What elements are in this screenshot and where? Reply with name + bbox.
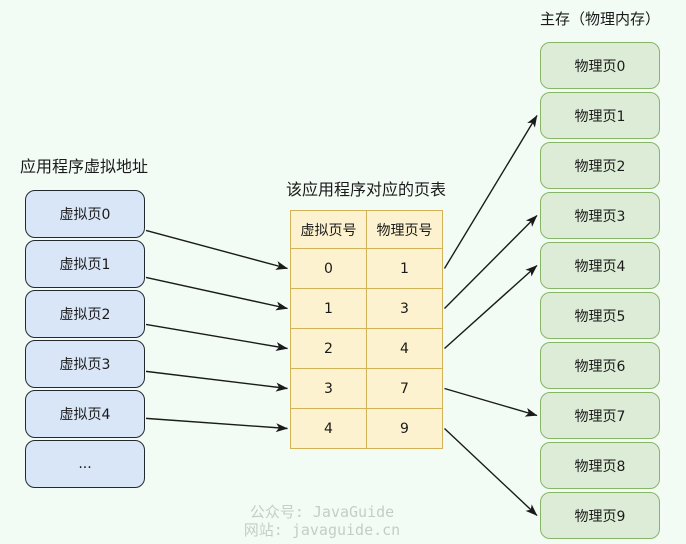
physical-page-box: 物理页8 [540, 442, 660, 489]
mapping-arrow [145, 276, 288, 311]
physical-page-box: 物理页4 [540, 242, 660, 289]
virtual-page-box: 虚拟页2 [25, 290, 145, 338]
page-table-header-row: 虚拟页号物理页号 [290, 210, 443, 249]
page-table-header-cell: 物理页号 [366, 210, 443, 249]
mapping-arrow [444, 264, 538, 350]
mapping-arrow [145, 417, 288, 433]
mapping-arrow [145, 229, 288, 270]
physical-page-box: 物理页3 [540, 192, 660, 239]
physical-page-box: 物理页9 [540, 492, 660, 539]
mapping-arrow [145, 323, 288, 352]
watermark-line2: 网站: javaguide.cn [243, 521, 401, 539]
mapping-arrow [444, 387, 538, 417]
virtual-column-title: 应用程序虚拟地址 [20, 157, 149, 176]
mapping-arrow [444, 427, 538, 517]
physical-page-box: 物理页5 [540, 292, 660, 339]
mapping-arrow [444, 215, 538, 309]
page-table-header: 虚拟页号物理页号 [290, 210, 443, 249]
page-table-cell: 4 [290, 408, 367, 449]
virtual-page-box: 虚拟页3 [25, 340, 145, 388]
page-table-cell: 4 [366, 328, 443, 369]
physical-page-box: 物理页6 [540, 342, 660, 389]
page-table-cell: 3 [366, 288, 443, 329]
physical-page-box: 物理页1 [540, 92, 660, 139]
watermark-line1: 公众号: JavaGuide [249, 503, 395, 521]
page-table-header-cell: 虚拟页号 [290, 210, 367, 249]
page-table-cell: 9 [366, 408, 443, 449]
page-table-title: 该应用程序对应的页表 [285, 180, 446, 199]
virtual-page-box: 虚拟页1 [25, 240, 145, 288]
watermark: 公众号: JavaGuide 网站: javaguide.cn [222, 503, 422, 539]
page-table-cell: 2 [290, 328, 367, 369]
physical-page-box: 物理页2 [540, 142, 660, 189]
physical-column-title: 主存（物理内存） [539, 10, 660, 28]
physical-page-box: 物理页0 [540, 42, 660, 89]
physical-page-box: 物理页7 [540, 392, 660, 439]
page-table-cell: 1 [366, 248, 443, 289]
page-table-cell: 7 [366, 368, 443, 409]
virtual-page-box: ... [25, 440, 145, 488]
virtual-page-box: 虚拟页4 [25, 390, 145, 438]
page-table-cell: 3 [290, 368, 367, 409]
mapping-arrow [145, 370, 288, 392]
page-table-cell: 1 [290, 288, 367, 329]
page-table-cell: 0 [290, 248, 367, 289]
virtual-page-box: 虚拟页0 [25, 190, 145, 238]
